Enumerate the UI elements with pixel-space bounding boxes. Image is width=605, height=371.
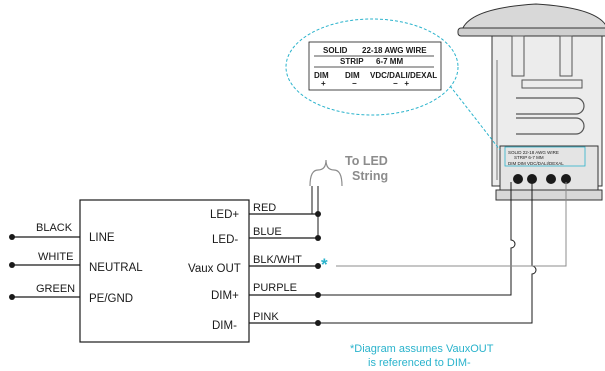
terminal-hole bbox=[513, 174, 523, 184]
callout-strip: STRIP bbox=[340, 57, 364, 66]
output-wires bbox=[249, 211, 321, 326]
callout-vdc: VDC/DALI/DEXAL bbox=[370, 71, 437, 80]
dim-plus-connection-inner bbox=[318, 182, 515, 295]
terminal-vaux-out: Vaux OUT bbox=[188, 263, 241, 275]
wire-color-green: GREEN bbox=[36, 283, 75, 295]
wire-color-black: BLACK bbox=[36, 222, 73, 234]
terminal-pe-gnd: PE/GND bbox=[89, 293, 133, 305]
wire-color-blue: BLUE bbox=[253, 226, 282, 238]
callout-vdc-sign: − + bbox=[393, 79, 409, 88]
terminal-callout: SOLID 22-18 AWG WIRE STRIP 6-7 MM DIM + … bbox=[285, 18, 459, 116]
footnote-line1: *Diagram assumes VauxOUT bbox=[350, 343, 494, 355]
led-string-line2: String bbox=[352, 169, 388, 183]
fixture-clip bbox=[516, 117, 585, 135]
led-minus-dot bbox=[315, 235, 321, 241]
wire-color-pink: PINK bbox=[253, 311, 279, 323]
terminal-led-minus: LED- bbox=[212, 234, 238, 246]
input-wires bbox=[9, 234, 80, 300]
terminal-hole bbox=[527, 174, 537, 184]
terminal-neutral: NEUTRAL bbox=[89, 262, 143, 274]
input-wire-dot bbox=[9, 234, 15, 240]
wire-color-purple: PURPLE bbox=[253, 282, 297, 294]
callout-dim-plus: DIM bbox=[314, 71, 329, 80]
terminal-hole bbox=[561, 174, 571, 184]
fixture-cap-band bbox=[457, 27, 605, 37]
callout-awg: 22-18 AWG WIRE bbox=[362, 46, 427, 55]
terminal-dim-plus: DIM+ bbox=[211, 290, 239, 302]
vaux-connection bbox=[336, 182, 567, 267]
terminal-line: LINE bbox=[89, 232, 115, 244]
neutral-wire-dot bbox=[9, 262, 15, 268]
driver-box bbox=[79, 199, 250, 343]
terminal-mini-text: STRIP 6-7 MM bbox=[514, 155, 544, 160]
callout-dim-plus-sign: + bbox=[321, 79, 326, 88]
led-string: To LED String bbox=[309, 154, 388, 238]
fixture-clip bbox=[516, 97, 585, 115]
footnote-line2: is referenced to DIM- bbox=[368, 357, 471, 369]
wire-color-blk-wht: BLK/WHT bbox=[253, 254, 302, 266]
terminal-dim-minus: DIM- bbox=[212, 320, 237, 332]
fixture-connections bbox=[318, 182, 567, 324]
vaux-dot bbox=[315, 263, 321, 269]
fixture: SOLID 22-18 AWG WIRE STRIP 6-7 MM DIM DI… bbox=[457, 3, 605, 201]
fixture-base bbox=[495, 189, 603, 201]
terminal-mini-text: DIM DIM VDC/DALI/DEXAL bbox=[508, 161, 564, 166]
terminal-hole bbox=[546, 174, 556, 184]
callout-dim-minus: DIM bbox=[345, 71, 360, 80]
terminal-led-plus: LED+ bbox=[210, 209, 239, 221]
led-bracket bbox=[309, 159, 343, 187]
callout-label-box bbox=[308, 41, 442, 91]
terminal-mini-text: SOLID 22-18 AWG WIRE bbox=[508, 150, 559, 155]
dim-plus-connection bbox=[318, 182, 516, 296]
led-plus-dot bbox=[315, 211, 321, 217]
callout-leader bbox=[446, 81, 501, 151]
terminal-label-box bbox=[504, 146, 586, 167]
callout-dim-minus-sign: − bbox=[352, 79, 357, 88]
dim-minus-connection bbox=[318, 182, 537, 324]
fixture-slot bbox=[521, 79, 583, 89]
ground-wire-dot bbox=[9, 294, 15, 300]
fixture-cap bbox=[461, 3, 605, 31]
wire-color-red: RED bbox=[253, 202, 276, 214]
callout-mm: 6-7 MM bbox=[376, 57, 403, 66]
vaux-asterisk: * bbox=[321, 255, 328, 274]
callout-solid: SOLID bbox=[323, 46, 348, 55]
fixture-slot bbox=[511, 35, 525, 77]
wire-color-white: WHITE bbox=[38, 251, 73, 263]
led-string-line1: To LED bbox=[345, 154, 388, 168]
fixture-slot bbox=[559, 35, 573, 77]
